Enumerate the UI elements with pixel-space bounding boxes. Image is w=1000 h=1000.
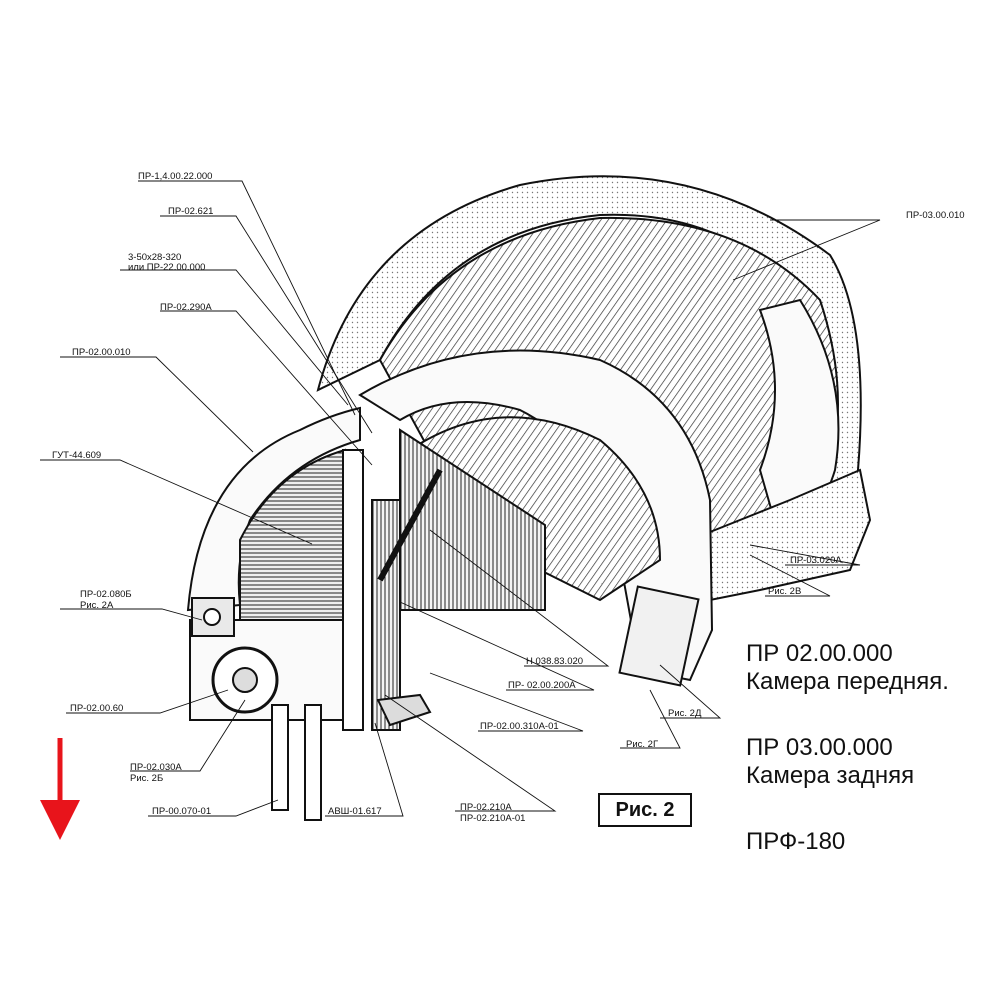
callout-pr-02-080b: ПР-02.080Б [80,589,132,600]
callout-pr-1-4-00-22-000: ПР-1,4.00.22.000 [138,171,213,182]
front-drum [408,416,662,602]
callout-n-038-83-020: Н 038.83.020 [526,656,584,667]
left-scale [271,704,289,811]
clamp-screw [203,608,221,626]
strut-rod [377,468,443,582]
callout-or-pr-22-00-000: или ПР-22.00.000 [128,262,206,273]
lever-handle [376,693,432,727]
callout-pr-02-00-310a-01: ПР-02.00.310А-01 [480,721,559,732]
callout-fig-2d: Рис. 2Д [668,708,702,719]
callout-pr-02-210a: ПР-02.210А [460,802,512,813]
callout-pr-02-290a: ПР-02.290А [160,302,212,313]
right-column [371,499,401,731]
vertical-scale [342,449,364,731]
lower-scale [304,704,322,821]
callout-pr-02-00-200a: ПР- 02.00.200А [508,680,576,691]
callout-avsh-01-617: АВШ-01.617 [328,806,382,817]
callout-gut-44-609: ГУТ-44.609 [52,450,102,461]
rear-camera-name: Камера задняя [746,762,915,789]
callout-pr-02-00-010: ПР-02.00.010 [72,347,131,358]
callout-3-50x28-320: 3-50x28-320 [128,252,182,263]
title-block: ПР 02.00.000 Камера передняя. ПР 03.00.0… [746,640,949,856]
callout-fig-2v: Рис. 2В [768,586,802,597]
dial-gauge-hub [232,667,258,693]
callout-fig-2b: Рис. 2Б [130,773,164,784]
leader-lines [40,180,881,817]
callout-fig-2a: Рис. 2А [80,600,114,611]
gauge-plate [618,585,700,687]
callout-pr-03-020a: ПР-03.020А [790,555,842,566]
model-code: ПРФ-180 [746,828,846,855]
front-camera-name: Камера передняя. [746,668,949,695]
front-camera-code: ПР 02.00.000 [746,640,893,667]
callout-pr-02-00-60: ПР-02.00.60 [70,703,124,714]
callout-pr-02-621: ПР-02.621 [168,206,214,217]
callout-pr-02-210a-01: ПР-02.210А-01 [460,813,526,824]
front-camera [186,349,714,821]
rear-camera-code: ПР 03.00.000 [746,734,893,761]
rear-frame-plate [688,468,872,602]
front-housing-top-arc [358,349,714,682]
callout-pr-02-030a: ПР-02.030А [130,762,182,773]
figure-label: Рис. 2 [598,793,692,827]
callout-fig-2g: Рис. 2Г [626,739,659,750]
rear-ring-flange [316,175,862,542]
callout-pr-03-00-010: ПР-03.00.010 [906,210,965,221]
callout-pr-00-070-01: ПР-00.070-01 [152,806,212,817]
direction-arrow [40,738,80,840]
